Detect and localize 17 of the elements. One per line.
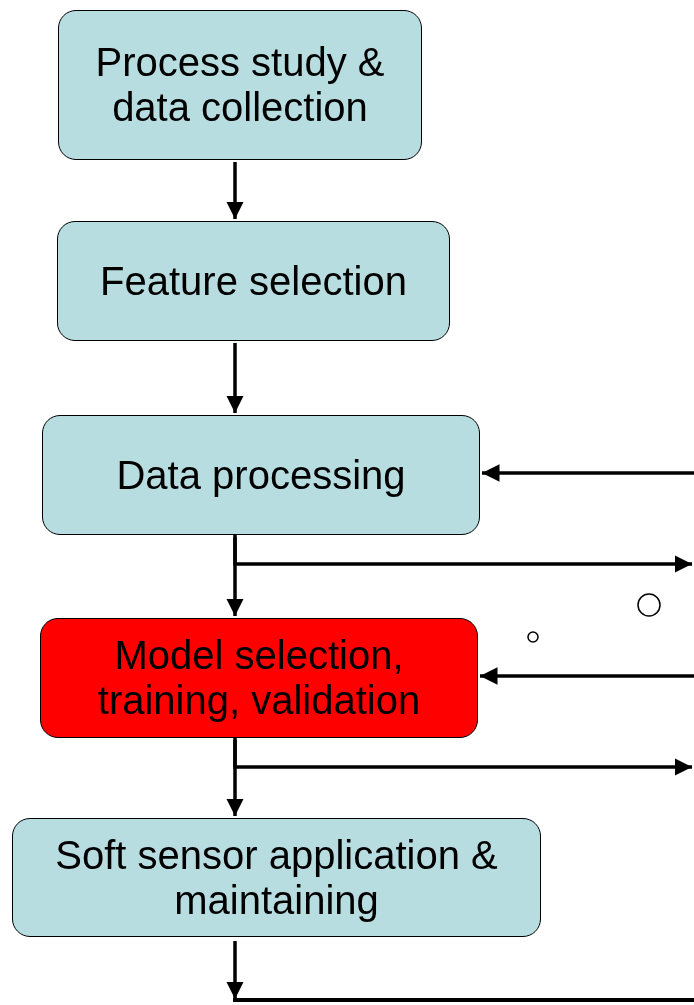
arrow [482, 464, 694, 482]
arrow [233, 535, 692, 573]
process-box [42, 415, 480, 535]
arrow [233, 738, 692, 776]
process-box [58, 10, 422, 160]
arrow [480, 667, 694, 685]
process-box [12, 818, 541, 937]
process-box [57, 221, 450, 341]
arrow [226, 941, 244, 999]
box-label: Feature selection [100, 258, 407, 304]
process-box [40, 618, 478, 738]
arrow [226, 343, 244, 413]
box-label: Process study & data collection [94, 40, 386, 130]
box-label: Data processing [116, 452, 406, 498]
arrow [226, 162, 244, 219]
box-label: Soft sensor application & maintaining [54, 832, 499, 923]
box-label: Model selection, training, validation [96, 633, 422, 723]
